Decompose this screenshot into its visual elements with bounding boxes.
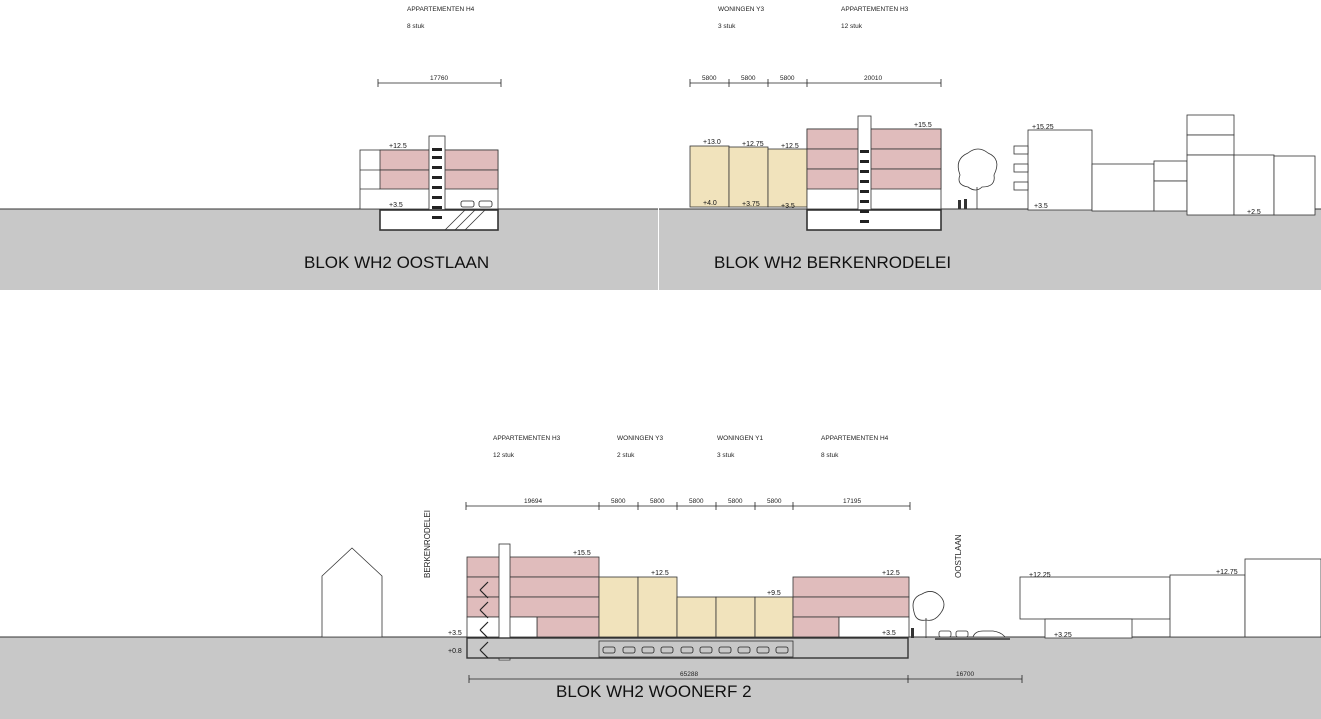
level-label: +3.5 (882, 630, 896, 637)
level-label: +3.25 (1054, 632, 1072, 639)
level-label: +15.25 (1032, 124, 1054, 131)
neighbour-buildings (1019, 558, 1321, 639)
stair-marks (860, 150, 869, 223)
car-icon (602, 646, 789, 654)
level-label: +13.0 (703, 139, 721, 146)
section-title: BLOK WH2 WOONERF 2 (556, 682, 752, 701)
header-count: 12 stuk (493, 452, 515, 459)
level-label: +12.75 (742, 141, 764, 148)
header-count: 8 stuk (407, 23, 425, 30)
dimension-line (465, 502, 911, 510)
header-count: 3 stuk (718, 23, 736, 30)
level-label: +3.5 (389, 202, 403, 209)
level-label: +12.5 (882, 570, 900, 577)
ground-fill (659, 209, 1321, 290)
level-label: +9.5 (767, 590, 781, 597)
dimension-line (377, 79, 502, 87)
panel-oostlaan: APPARTEMENTEN H4 8 stuk 17760 (0, 6, 658, 290)
header-type: WONINGEN Y3 (617, 435, 663, 442)
house-icon (321, 547, 383, 638)
building-woonerf (466, 543, 910, 661)
ground-fill (0, 209, 658, 290)
panel-woonerf: APPARTEMENTEN H3 12 stuk WONINGEN Y3 2 s… (0, 435, 1321, 719)
level-label: +12.5 (781, 143, 799, 150)
level-label: +3.5 (781, 203, 795, 210)
dimension-label: 65288 (680, 671, 698, 678)
level-label: +12.25 (1029, 572, 1051, 579)
dimension-label: 5800 (650, 498, 665, 505)
level-label: +15.5 (573, 550, 591, 557)
tree-icon (957, 148, 998, 209)
dimension-label: 5800 (780, 75, 795, 82)
person-icon (958, 199, 967, 209)
street-label: BERKENRODELEI (423, 510, 432, 578)
woningen-blocks (689, 145, 808, 208)
header-type: WONINGEN Y1 (717, 435, 763, 442)
section-title: BLOK WH2 OOSTLAAN (304, 253, 489, 272)
header-count: 2 stuk (617, 452, 635, 459)
dimension-label: 5800 (611, 498, 626, 505)
car-icon (460, 200, 493, 208)
dimension-label: 5800 (741, 75, 756, 82)
header-type: APPARTEMENTEN H4 (821, 435, 889, 442)
level-label: +3.5 (1034, 203, 1048, 210)
dimension-line (689, 79, 942, 87)
level-label: +2.5 (1247, 209, 1261, 216)
level-label: +0.8 (448, 648, 462, 655)
person-icon (911, 628, 914, 638)
dimension-label: 19694 (524, 498, 542, 505)
level-label: +15.5 (914, 122, 932, 129)
dimension-label: 5800 (728, 498, 743, 505)
street-label: OOSTLAAN (954, 534, 963, 578)
tree-icon (912, 591, 945, 638)
header-type: APPARTEMENTEN H4 (407, 6, 475, 13)
dimension-label: 20010 (864, 75, 882, 82)
stair-marks (432, 148, 442, 219)
header-type: APPARTEMENTEN H3 (841, 6, 909, 13)
building-oostlaan (359, 135, 499, 231)
dimension-label: 5800 (702, 75, 717, 82)
level-label: +12.5 (651, 570, 669, 577)
level-label: +12.75 (1216, 569, 1238, 576)
header-type: APPARTEMENTEN H3 (493, 435, 561, 442)
dimension-line (468, 675, 1023, 683)
dimension-label: 5800 (689, 498, 704, 505)
building-appartementen (806, 115, 942, 231)
level-label: +3.75 (742, 201, 760, 208)
dimension-label: 5800 (767, 498, 782, 505)
stair-marks (479, 581, 489, 659)
dimension-label: 17760 (430, 75, 448, 82)
header-count: 12 stuk (841, 23, 863, 30)
car-icon (938, 630, 1006, 638)
header-count: 8 stuk (821, 452, 839, 459)
level-label: +3.5 (448, 630, 462, 637)
dimension-label: 17195 (843, 498, 861, 505)
neighbour-buildings (1013, 114, 1316, 216)
section-title: BLOK WH2 BERKENRODELEI (714, 253, 951, 272)
header-count: 3 stuk (717, 452, 735, 459)
header-type: WONINGEN Y3 (718, 6, 764, 13)
dimension-label: 16700 (956, 671, 974, 678)
level-label: +12.5 (389, 143, 407, 150)
panel-berkenrodelei: WONINGEN Y3 3 stuk APPARTEMENTEN H3 12 s… (659, 6, 1321, 290)
level-label: +4.0 (703, 200, 717, 207)
